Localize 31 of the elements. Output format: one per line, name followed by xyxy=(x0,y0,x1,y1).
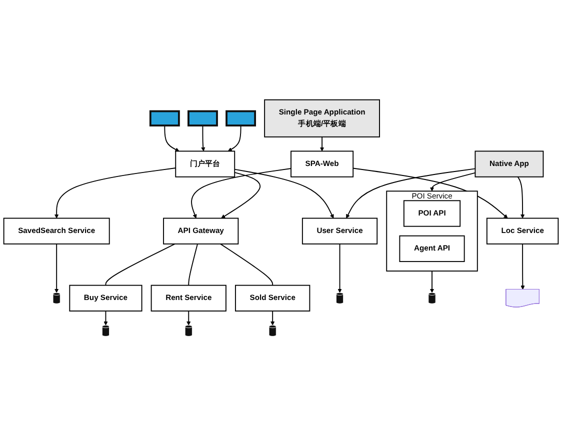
node-cylinder xyxy=(184,326,192,337)
arrow xyxy=(270,311,275,326)
connector xyxy=(188,244,198,286)
arrow xyxy=(346,168,476,219)
arrow xyxy=(164,125,180,152)
arrow xyxy=(430,172,476,192)
node-cylinder xyxy=(428,292,436,304)
node-box xyxy=(149,110,180,127)
arrow xyxy=(320,136,324,152)
node-cylinder xyxy=(102,326,110,337)
arrow xyxy=(338,244,342,294)
arrow xyxy=(520,244,525,290)
arrow xyxy=(430,271,434,294)
arrow xyxy=(234,169,334,219)
arrow xyxy=(104,311,108,326)
arrow xyxy=(54,168,176,219)
node-cylinder xyxy=(268,326,276,337)
arrow xyxy=(221,172,261,219)
node-box xyxy=(188,110,218,127)
node-cylinder xyxy=(52,292,60,304)
connector xyxy=(105,244,176,286)
arrow xyxy=(54,244,59,294)
arrow xyxy=(228,125,242,152)
arrow xyxy=(352,168,508,219)
node-cylinder xyxy=(336,292,344,304)
connector xyxy=(220,244,274,286)
node-box xyxy=(226,110,256,127)
arrow xyxy=(517,176,525,219)
arrow xyxy=(186,311,191,326)
arrow xyxy=(201,125,206,152)
arrow xyxy=(191,168,292,219)
